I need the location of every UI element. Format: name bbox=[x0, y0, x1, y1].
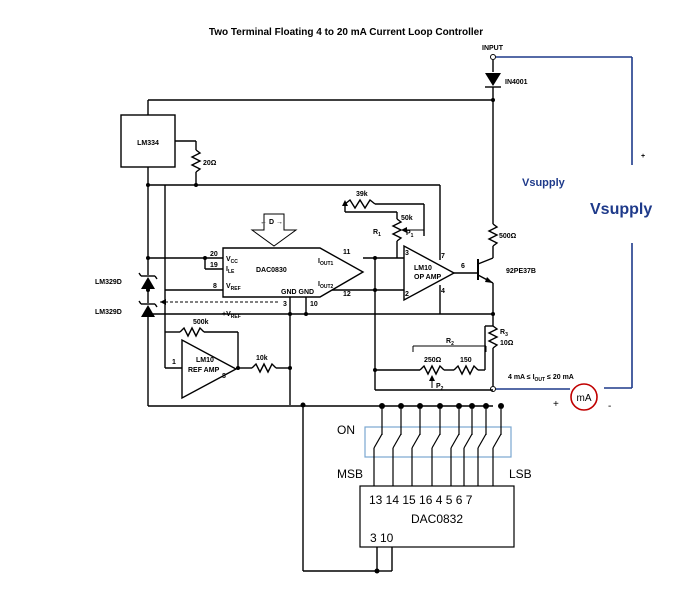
resistor-r3: R3 10Ω bbox=[487, 325, 514, 349]
zener-lm329d-a: LM329D bbox=[95, 272, 158, 289]
ammeter: mA + - bbox=[553, 383, 611, 412]
svg-text:LM334: LM334 bbox=[137, 140, 159, 147]
svg-text:IOUT2: IOUT2 bbox=[318, 281, 334, 290]
resistor-20: 20Ω bbox=[190, 149, 217, 173]
output-terminal bbox=[490, 386, 496, 392]
svg-text:13 14 15 16 4 5 6 7: 13 14 15 16 4 5 6 7 bbox=[369, 493, 473, 507]
resistor-39k: 39k bbox=[344, 191, 376, 210]
vref-label: +VREF bbox=[160, 299, 280, 320]
svg-text:50k: 50k bbox=[401, 215, 413, 222]
iout-range: 4 mA ≤ IOUT ≤ 20 mA bbox=[508, 374, 574, 383]
dac0830-block: DAC0830 VCC ILE VREF IOUT1 IOUT2 GND GND bbox=[222, 247, 365, 298]
vsupply-label-small: Vsupply bbox=[522, 177, 566, 189]
svg-text:150: 150 bbox=[460, 357, 472, 364]
svg-text:VREF: VREF bbox=[226, 283, 241, 292]
svg-text:DAC0832: DAC0832 bbox=[411, 512, 463, 526]
svg-text:8: 8 bbox=[222, 373, 226, 380]
svg-text:← D →: ← D → bbox=[260, 219, 283, 226]
svg-text:+: + bbox=[553, 399, 559, 410]
svg-text:LM10: LM10 bbox=[196, 357, 214, 364]
on-label: ON bbox=[337, 423, 355, 437]
svg-text:4: 4 bbox=[441, 288, 445, 295]
msb-label: MSB bbox=[337, 467, 363, 481]
lm10-op-amp: LM10 OP AMP bbox=[403, 244, 456, 302]
svg-text:-: - bbox=[608, 401, 611, 412]
resistor-150: 150 bbox=[453, 357, 479, 376]
svg-text:LM329D: LM329D bbox=[95, 309, 122, 316]
svg-text:7: 7 bbox=[441, 253, 445, 260]
data-bus-arrow: ← D → bbox=[250, 213, 298, 247]
vsupply-label-big: Vsupply bbox=[590, 201, 652, 218]
resistor-10k: 10k bbox=[251, 355, 277, 374]
svg-text:OP AMP: OP AMP bbox=[414, 274, 442, 281]
svg-text:DAC0830: DAC0830 bbox=[256, 267, 287, 274]
svg-text:11: 11 bbox=[343, 249, 351, 256]
svg-text:12: 12 bbox=[343, 291, 351, 298]
svg-text:P2: P2 bbox=[436, 383, 444, 392]
transistor-92pe37b: 92PE37B bbox=[477, 257, 536, 284]
svg-text:ILE: ILE bbox=[226, 266, 235, 275]
svg-text:19: 19 bbox=[210, 262, 218, 269]
resistor-500k: 500k bbox=[179, 319, 209, 338]
svg-text:R2: R2 bbox=[446, 338, 454, 347]
diagram-title: Two Terminal Floating 4 to 20 mA Current… bbox=[209, 27, 483, 38]
lm10-ref-amp: LM10 REF AMP bbox=[181, 338, 238, 400]
svg-text:10Ω: 10Ω bbox=[500, 340, 514, 347]
svg-text:92PE37B: 92PE37B bbox=[506, 268, 536, 275]
supply-loop bbox=[496, 56, 633, 390]
switch-rail bbox=[379, 403, 504, 409]
zener-lm329d-b: LM329D bbox=[95, 300, 158, 317]
svg-text:3 10: 3 10 bbox=[370, 531, 394, 545]
svg-text:10: 10 bbox=[310, 301, 318, 308]
resistor-500: 500Ω bbox=[487, 223, 517, 247]
pot-250: 250Ω P2 bbox=[419, 357, 445, 392]
svg-text:IN4001: IN4001 bbox=[505, 79, 528, 86]
svg-text:39k: 39k bbox=[356, 191, 368, 198]
diode-in4001: IN4001 bbox=[485, 73, 528, 88]
svg-text:500k: 500k bbox=[193, 319, 209, 326]
svg-text:500Ω: 500Ω bbox=[499, 233, 517, 240]
supply-plus: + bbox=[641, 153, 645, 160]
svg-text:10k: 10k bbox=[256, 355, 268, 362]
svg-text:GND GND: GND GND bbox=[281, 289, 314, 296]
svg-text:INPUT: INPUT bbox=[482, 45, 504, 52]
svg-text:3: 3 bbox=[283, 301, 287, 308]
svg-text:20Ω: 20Ω bbox=[203, 160, 217, 167]
r2-bracket: R2 bbox=[412, 338, 487, 352]
svg-text:+VREF: +VREF bbox=[222, 311, 241, 320]
svg-text:P1: P1 bbox=[406, 230, 414, 239]
dip-switch-bank bbox=[364, 409, 512, 487]
lm334-block: LM334 bbox=[120, 114, 176, 168]
svg-text:R3: R3 bbox=[500, 329, 508, 338]
svg-text:250Ω: 250Ω bbox=[424, 357, 442, 364]
svg-text:3: 3 bbox=[405, 250, 409, 257]
svg-text:1: 1 bbox=[172, 359, 176, 366]
svg-text:2: 2 bbox=[405, 291, 409, 298]
dac0832-block: 13 14 15 16 4 5 6 7 DAC0832 3 10 bbox=[359, 485, 515, 548]
svg-text:LM10: LM10 bbox=[414, 265, 432, 272]
svg-text:mA: mA bbox=[577, 393, 592, 404]
lsb-label: LSB bbox=[509, 467, 532, 481]
svg-text:IOUT1: IOUT1 bbox=[318, 258, 334, 267]
svg-text:20: 20 bbox=[210, 251, 218, 258]
svg-text:6: 6 bbox=[461, 263, 465, 270]
svg-text:8: 8 bbox=[213, 283, 217, 290]
svg-text:VCC: VCC bbox=[226, 256, 238, 265]
pot-50k: 50k P1 bbox=[391, 215, 424, 242]
input-terminal: INPUT bbox=[482, 45, 504, 60]
svg-text:LM329D: LM329D bbox=[95, 279, 122, 286]
r1-label: R1 bbox=[373, 229, 381, 238]
svg-text:REF AMP: REF AMP bbox=[188, 367, 220, 374]
